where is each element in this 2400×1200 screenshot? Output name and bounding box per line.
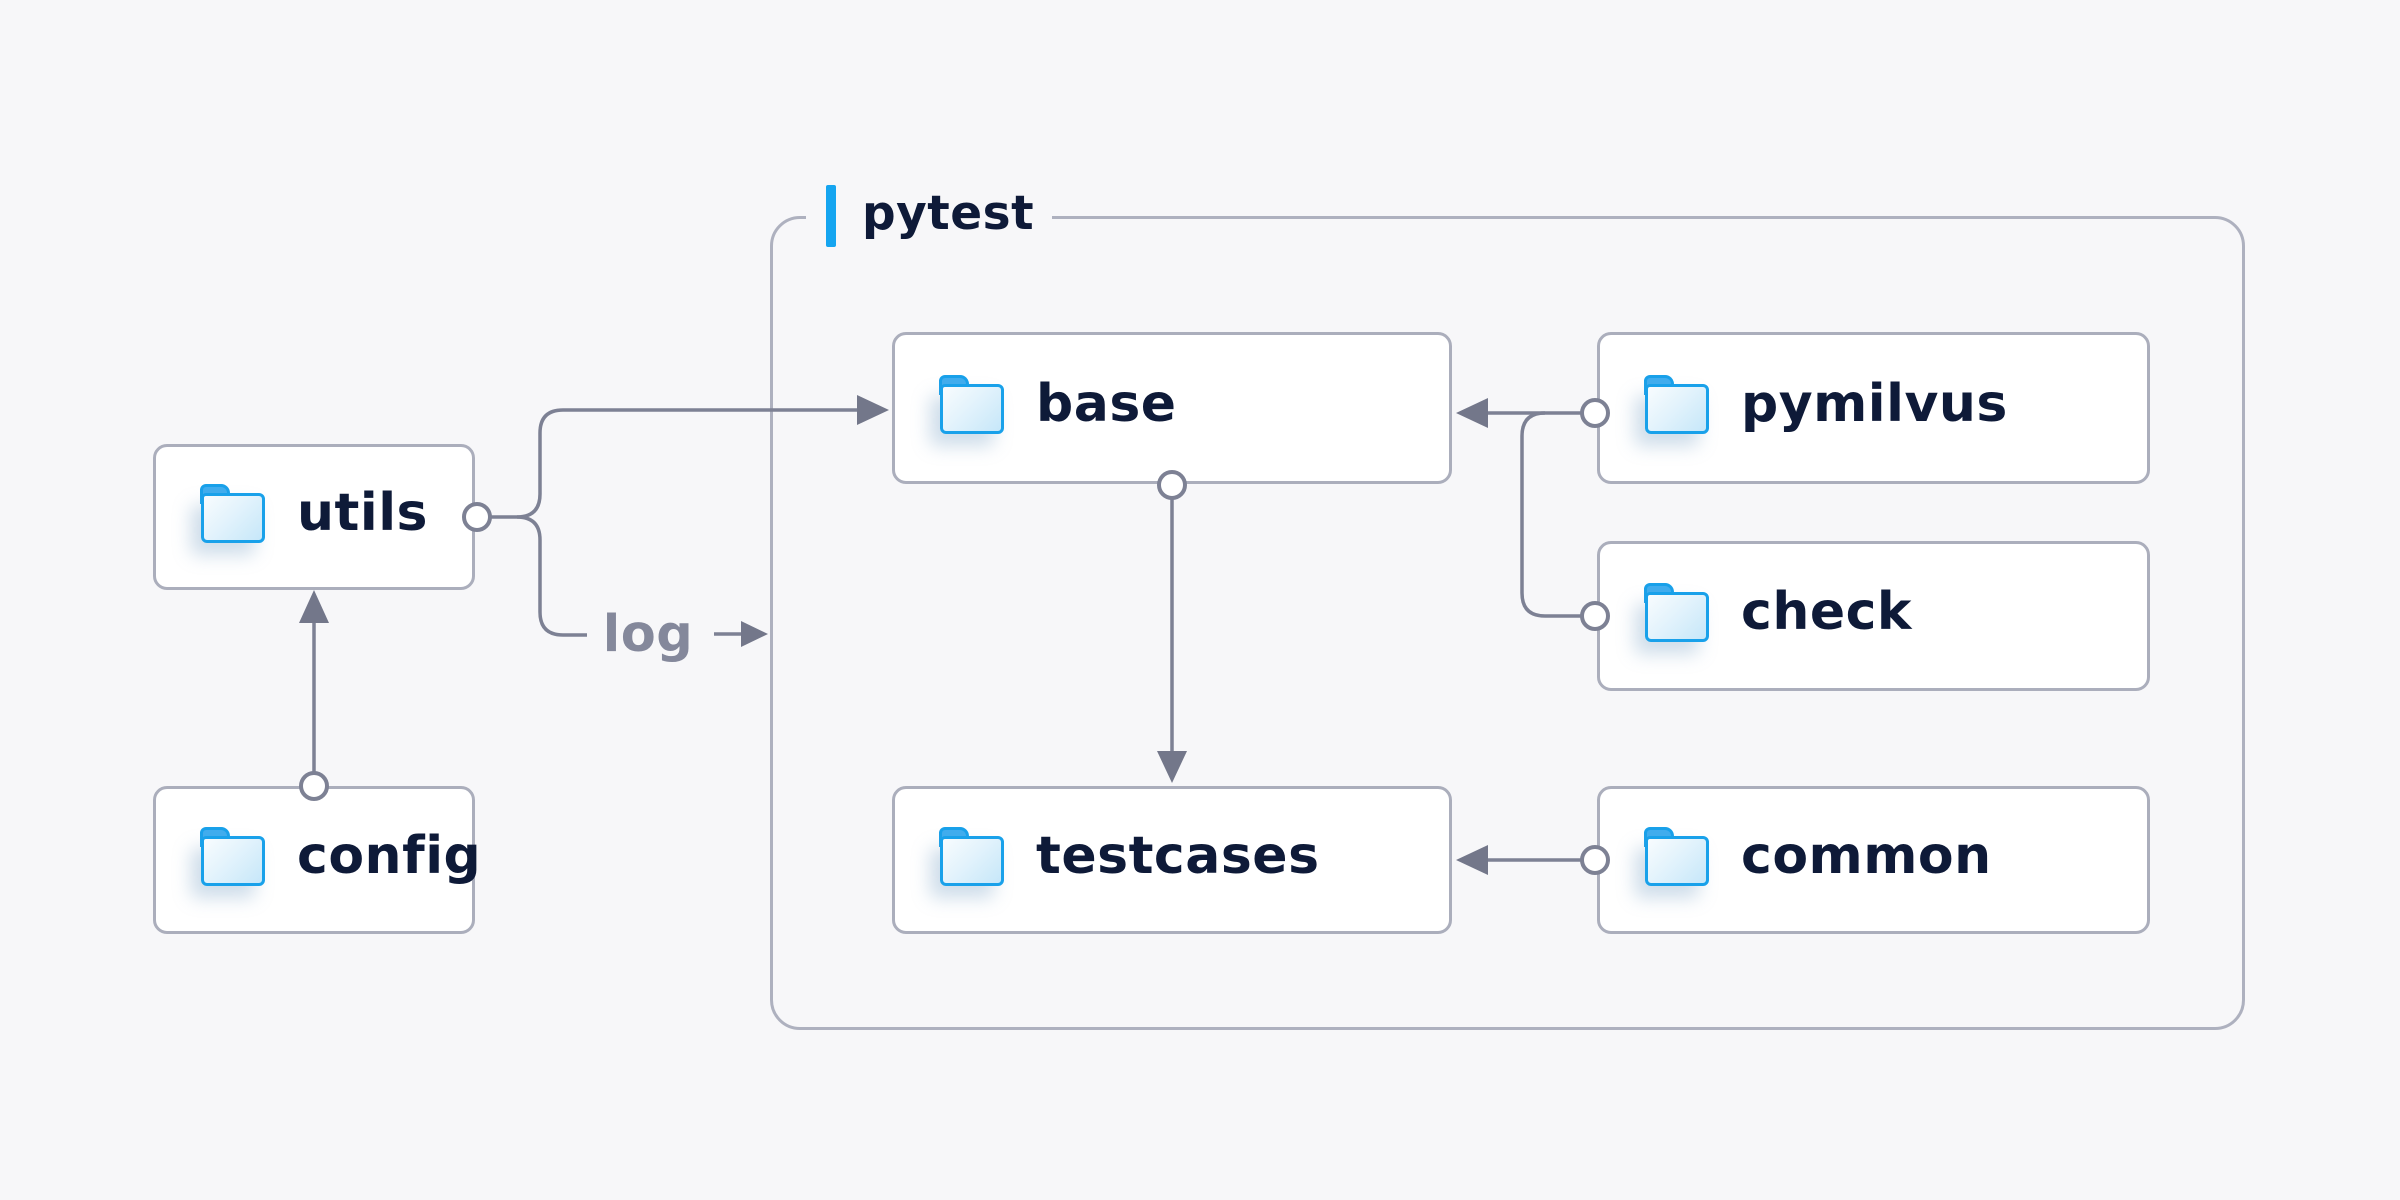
node-common: common: [1597, 786, 2150, 934]
pytest-group-title: pytest: [862, 185, 1035, 241]
edge-utils-to-log: [516, 515, 587, 637]
node-label: testcases: [1036, 826, 1320, 886]
edge-label-log: log: [602, 604, 694, 664]
node-testcases: testcases: [892, 786, 1452, 934]
folder-icon: [200, 484, 265, 543]
pytest-group-label: pytest: [806, 183, 1053, 249]
folder-icon: [1644, 583, 1709, 642]
folder-icon: [939, 827, 1004, 886]
arrowhead-log: [741, 621, 768, 647]
folder-icon: [200, 827, 265, 886]
pytest-group-outline: [770, 216, 2245, 1030]
folder-icon: [1644, 375, 1709, 434]
node-label: check: [1741, 582, 1913, 642]
node-utils: utils: [153, 444, 475, 590]
node-label: config: [297, 826, 482, 886]
accent-bar: [826, 185, 836, 247]
folder-icon: [1644, 827, 1709, 886]
node-label: pymilvus: [1741, 374, 2008, 434]
node-check: check: [1597, 541, 2150, 691]
node-base: base: [892, 332, 1452, 484]
node-label: base: [1036, 374, 1177, 434]
node-label: utils: [297, 483, 428, 543]
folder-icon: [939, 375, 1004, 434]
arrowhead-into-utils: [299, 590, 329, 623]
node-label: common: [1741, 826, 1992, 886]
node-pymilvus: pymilvus: [1597, 332, 2150, 484]
node-config: config: [153, 786, 481, 934]
